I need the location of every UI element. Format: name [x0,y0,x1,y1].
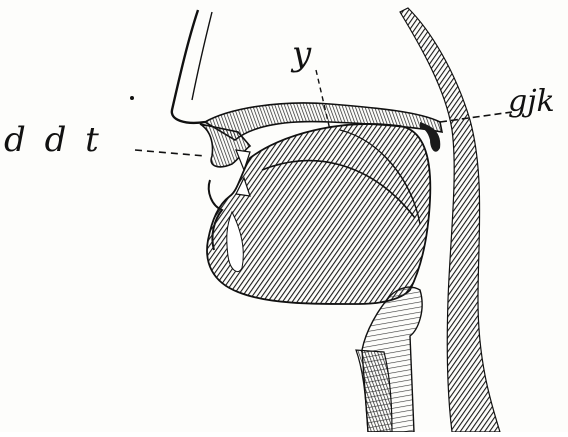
label-dental-consonants: d d t [4,120,103,160]
ink-dot [130,96,134,100]
nose-outline [172,10,205,123]
nose-back [192,12,212,100]
pointer-line-left [135,150,205,156]
trachea [356,350,392,432]
label-velar-consonants: gjk [508,84,555,119]
label-palatal-consonant: y [292,34,311,74]
